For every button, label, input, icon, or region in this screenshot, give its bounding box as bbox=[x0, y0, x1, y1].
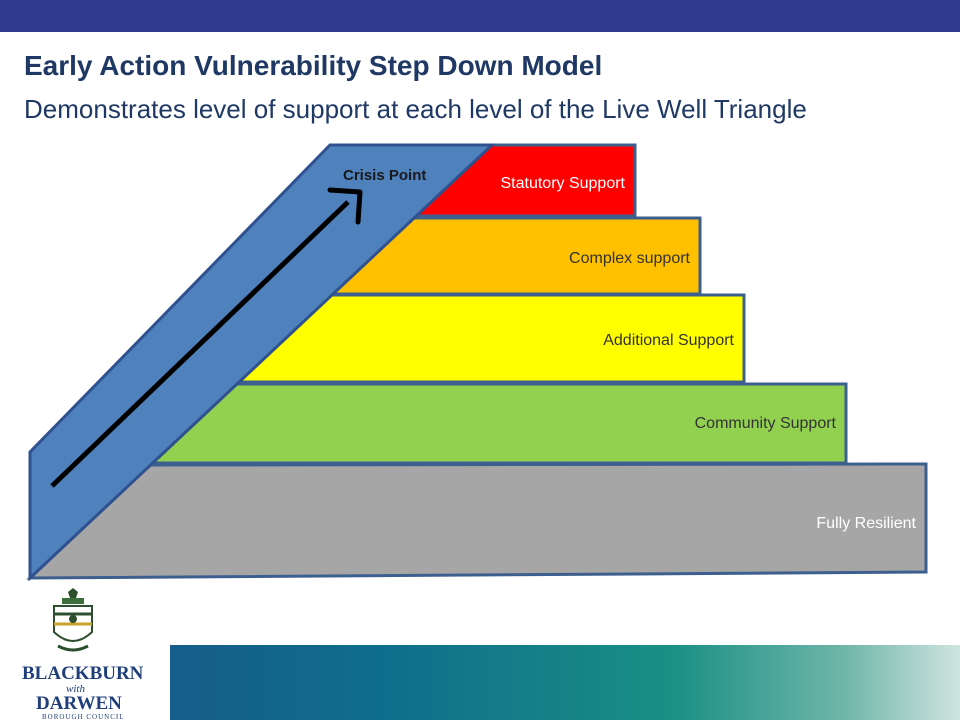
complex-support-label: Complex support bbox=[569, 250, 691, 267]
statutory-support-label: Statutory Support bbox=[500, 175, 625, 192]
crisis-point-label: Crisis Point bbox=[343, 167, 426, 184]
logo-with: with bbox=[66, 683, 85, 695]
crest-icon bbox=[53, 588, 93, 652]
logo-line2: DARWEN bbox=[36, 693, 122, 714]
community-support-label: Community Support bbox=[695, 415, 837, 432]
escalation-arrow bbox=[50, 200, 350, 488]
page-subtitle: Demonstrates level of support at each le… bbox=[24, 94, 807, 124]
step-fully-resilient bbox=[26, 462, 928, 580]
logo-line1: BLACKBURN bbox=[22, 663, 144, 684]
step-down-diagram: Crisis Point Statutory Support Complex s… bbox=[26, 143, 928, 582]
logo-council: BOROUGH COUNCIL bbox=[42, 713, 125, 721]
fully-resilient-label: Fully Resilient bbox=[816, 515, 916, 532]
council-logo: BLACKBURN with DARWEN BOROUGH COUNCIL bbox=[22, 663, 144, 721]
arrow-head bbox=[327, 187, 363, 225]
crisis-ramp bbox=[28, 143, 496, 582]
additional-support-label: Additional Support bbox=[603, 332, 734, 349]
page-title: Early Action Vulnerability Step Down Mod… bbox=[24, 50, 603, 81]
top-bar bbox=[0, 0, 960, 32]
